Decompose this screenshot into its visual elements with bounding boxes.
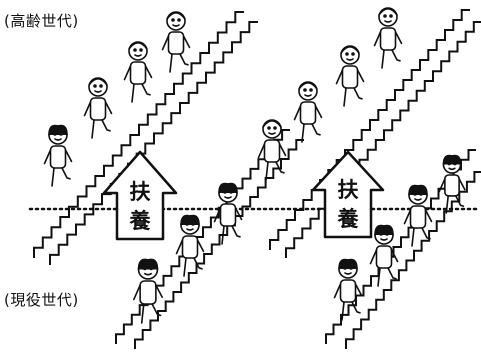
working-person-figure bbox=[369, 224, 399, 287]
working-generation-label: (現役世代) bbox=[4, 291, 79, 309]
elderly-person-figure bbox=[293, 81, 323, 143]
working-person-figure bbox=[175, 214, 205, 277]
staircase bbox=[33, 11, 244, 258]
staircase bbox=[49, 21, 258, 265]
elderly-person-figure bbox=[335, 45, 365, 107]
working-person-figure bbox=[213, 182, 243, 245]
support-arrow-char-top: 扶 bbox=[130, 180, 151, 204]
support-arrow-char-bottom: 養 bbox=[129, 209, 152, 233]
working-person-figure bbox=[333, 258, 363, 321]
staircase bbox=[115, 129, 290, 344]
working-person-figure bbox=[438, 154, 466, 214]
elderly-person-figure bbox=[83, 77, 113, 139]
elderly-person-figure bbox=[123, 41, 153, 103]
working-person-figure bbox=[43, 124, 73, 187]
working-person-figure bbox=[403, 184, 433, 247]
support-arrow-char-bottom: 養 bbox=[337, 207, 360, 231]
working-person-figure bbox=[133, 258, 163, 324]
elderly-person-figure bbox=[373, 7, 403, 69]
elderly-person-figure bbox=[161, 11, 191, 73]
staircase bbox=[269, 9, 470, 250]
elderly-person-figure bbox=[257, 119, 287, 181]
support-arrow: 扶 養 bbox=[311, 150, 385, 239]
support-arrow: 扶 養 bbox=[102, 150, 178, 241]
staircase bbox=[285, 21, 481, 258]
staircase bbox=[134, 139, 304, 349]
support-arrow-char-top: 扶 bbox=[338, 178, 359, 202]
elderly-generation-label: (高齢世代) bbox=[4, 12, 79, 30]
